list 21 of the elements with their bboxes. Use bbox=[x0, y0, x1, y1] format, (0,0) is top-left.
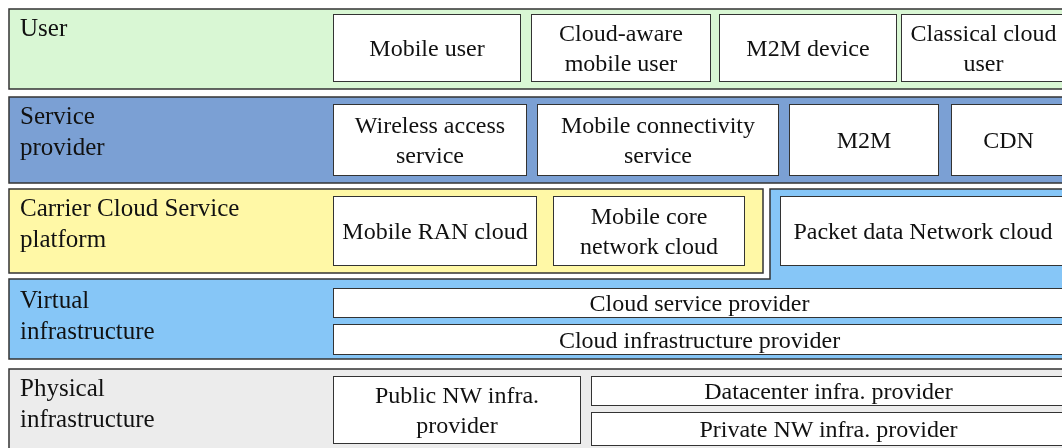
layer-label: User bbox=[20, 13, 69, 43]
component-box: Wireless access service bbox=[333, 104, 527, 176]
component-box: Cloud-aware mobile user bbox=[531, 14, 711, 82]
layer-label: Physical infrastructure bbox=[20, 373, 156, 434]
component-box: Mobile connectivity service bbox=[537, 104, 779, 176]
component-box: Cloud service provider bbox=[333, 288, 1062, 318]
layer-label: Carrier Cloud Service platform bbox=[20, 193, 241, 254]
component-box: Mobile user bbox=[333, 14, 521, 82]
component-box: Private NW infra. provider bbox=[591, 412, 1062, 446]
component-box: Packet data Network cloud bbox=[780, 196, 1062, 266]
component-box: Datacenter infra. provider bbox=[591, 376, 1062, 406]
layer-label: Service provider bbox=[20, 101, 106, 162]
component-box: CDN bbox=[951, 104, 1062, 176]
component-box: Classical cloud user bbox=[901, 14, 1062, 82]
component-box: Public NW infra. provider bbox=[333, 376, 581, 444]
component-box: M2M bbox=[789, 104, 939, 176]
component-box: Mobile RAN cloud bbox=[333, 196, 537, 266]
component-box: Cloud infrastructure provider bbox=[333, 324, 1062, 355]
layer-label: Virtual infrastructure bbox=[20, 285, 156, 346]
component-box: M2M device bbox=[719, 14, 897, 82]
component-box: Mobile core network cloud bbox=[553, 196, 745, 266]
